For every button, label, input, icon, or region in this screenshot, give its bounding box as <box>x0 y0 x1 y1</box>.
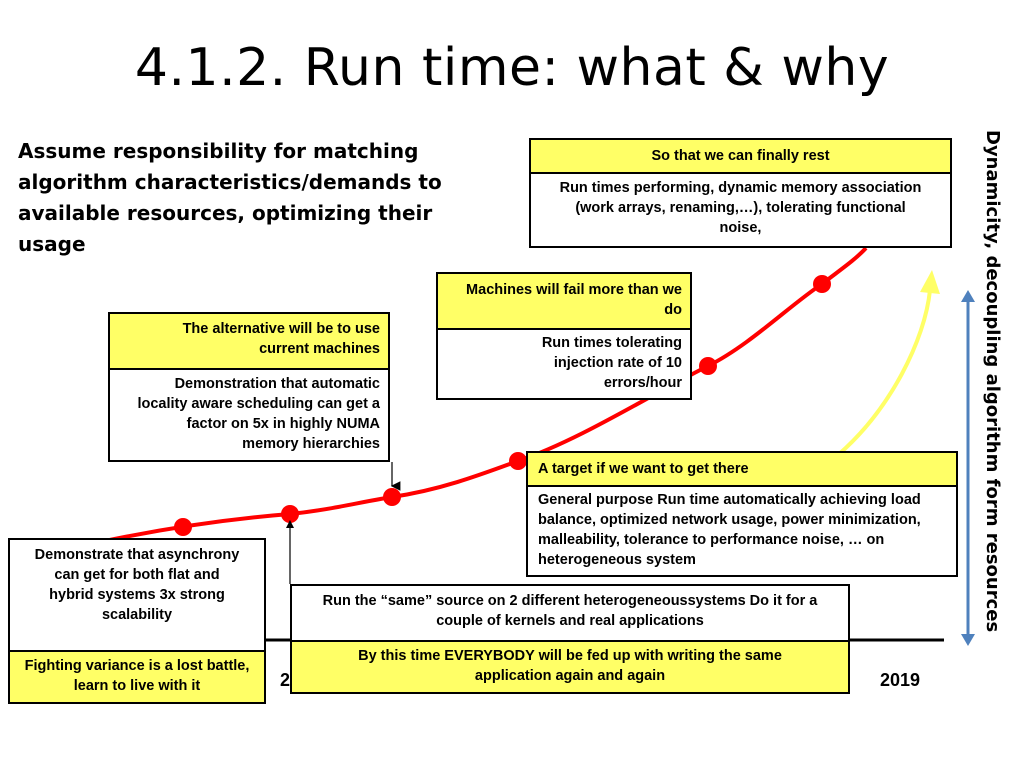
machines-fail-body: Run times tolerating injection rate of 1… <box>541 335 682 391</box>
dynamicity-arrowhead-top <box>961 290 975 302</box>
dynamicity-arrowhead-bottom <box>961 634 975 646</box>
target-header: A target if we want to get there <box>528 453 956 487</box>
finally-rest-box: So that we can finally rest Run times pe… <box>529 138 952 248</box>
same-source-body: Run the “same” source on 2 different het… <box>322 593 818 629</box>
curve-marker <box>699 357 717 375</box>
dynamicity-label: Dynamicity, decoupling algorithm form re… <box>982 130 1003 633</box>
projection-arrowhead <box>920 270 940 294</box>
machines-fail-box: Machines will fail more than we do Run t… <box>436 272 692 400</box>
timeline-end-label: 2019 <box>880 670 921 690</box>
curve-marker <box>509 452 527 470</box>
projection-arrow <box>836 289 932 457</box>
timeline-start-label: 2 <box>280 670 291 690</box>
target-body: General purpose Run time automatically a… <box>538 492 921 568</box>
asynchrony-body: Demonstrate that asynchrony can get for … <box>34 547 240 623</box>
alternative-box: The alternative will be to use current m… <box>108 312 390 462</box>
curve-marker <box>174 518 192 536</box>
pointer-arrowhead <box>286 520 294 528</box>
curve-marker <box>383 488 401 506</box>
machines-fail-header: Machines will fail more than we do <box>438 274 690 330</box>
same-source-footer: By this time EVERYBODY will be fed up wi… <box>292 640 848 692</box>
intro-text: Assume responsibility for matching algor… <box>18 139 442 256</box>
curve-marker <box>813 275 831 293</box>
finally-rest-body: Run times performing, dynamic memory ass… <box>559 180 922 236</box>
alternative-body: Demonstration that automatic locality aw… <box>137 376 380 452</box>
page-title: 4.1.2. Run time: what & why <box>134 38 890 98</box>
alternative-header: The alternative will be to use current m… <box>110 314 388 370</box>
curve-marker <box>281 505 299 523</box>
target-box: A target if we want to get there General… <box>526 451 958 577</box>
same-source-box: Run the “same” source on 2 different het… <box>290 584 850 694</box>
asynchrony-box: Demonstrate that asynchrony can get for … <box>8 538 266 704</box>
finally-rest-header: So that we can finally rest <box>531 140 950 174</box>
asynchrony-footer: Fighting variance is a lost battle, lear… <box>10 650 264 702</box>
